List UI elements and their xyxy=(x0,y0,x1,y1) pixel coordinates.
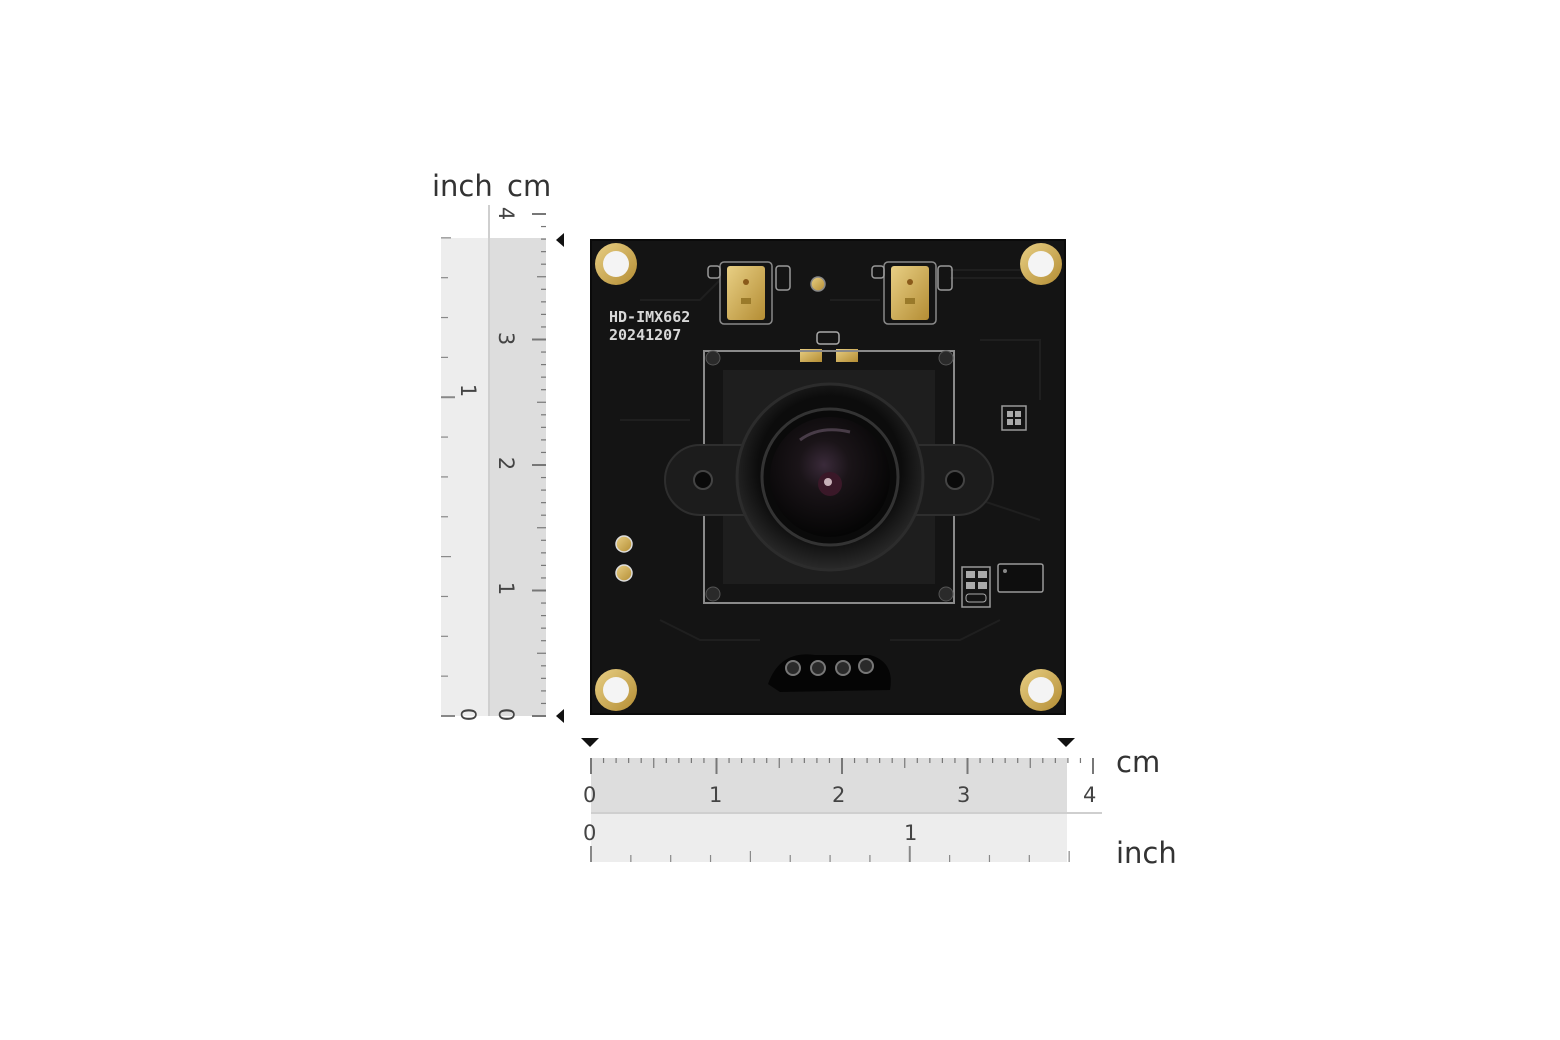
vertical-top-marker xyxy=(556,233,564,247)
microphone-left xyxy=(707,261,791,325)
horizontal-cm-tick-4: 4 xyxy=(1083,783,1097,807)
horizontal-cm-strip xyxy=(591,758,1067,812)
mounting-hole-top-right xyxy=(1020,243,1062,285)
horizontal-cm-unit-label: cm xyxy=(1116,745,1161,779)
vertical-cm-unit-label: cm xyxy=(507,169,552,203)
vertical-bottom-marker xyxy=(556,709,564,723)
horizontal-left-marker xyxy=(581,738,599,747)
horizontal-right-marker xyxy=(1057,738,1075,747)
vertical-cm-strip xyxy=(490,238,546,716)
test-point-1 xyxy=(615,535,633,553)
pcb-traces xyxy=(620,269,1041,641)
horizontal-cm-tick-3: 3 xyxy=(957,783,971,807)
horizontal-inch-tick-0: 0 xyxy=(583,821,597,845)
horizontal-ruler-ticks xyxy=(590,758,1094,862)
horizontal-inch-tick-1: 1 xyxy=(904,821,918,845)
ic-chip xyxy=(997,563,1044,593)
usb-solder-connector xyxy=(768,654,891,692)
vertical-ruler-ticks xyxy=(441,213,546,717)
smd-pad-left xyxy=(800,349,822,362)
horizontal-inch-unit-label: inch xyxy=(1116,836,1177,870)
horizontal-cm-tick-0: 0 xyxy=(583,783,597,807)
smd-component xyxy=(816,331,840,345)
mounting-hole-bottom-right xyxy=(1020,669,1062,711)
test-pad xyxy=(810,276,826,292)
mounting-hole-top-left xyxy=(595,243,637,285)
smd-resistor-array xyxy=(961,566,991,608)
horizontal-inch-strip xyxy=(591,814,1067,862)
vertical-inch-unit-label: inch xyxy=(432,169,493,203)
horizontal-cm-tick-2: 2 xyxy=(832,783,846,807)
board-date-silkscreen: 20241207 xyxy=(609,326,681,344)
mounting-hole-bottom-left xyxy=(595,669,637,711)
horizontal-cm-tick-1: 1 xyxy=(709,783,723,807)
vertical-inch-strip xyxy=(441,238,488,716)
board-model-silkscreen: HD-IMX662 xyxy=(609,308,690,326)
camera-lens xyxy=(735,382,925,572)
smd-chip-right xyxy=(1001,405,1027,431)
test-point-2 xyxy=(615,564,633,582)
microphone-right xyxy=(871,261,953,325)
smd-pad-right xyxy=(836,349,858,362)
